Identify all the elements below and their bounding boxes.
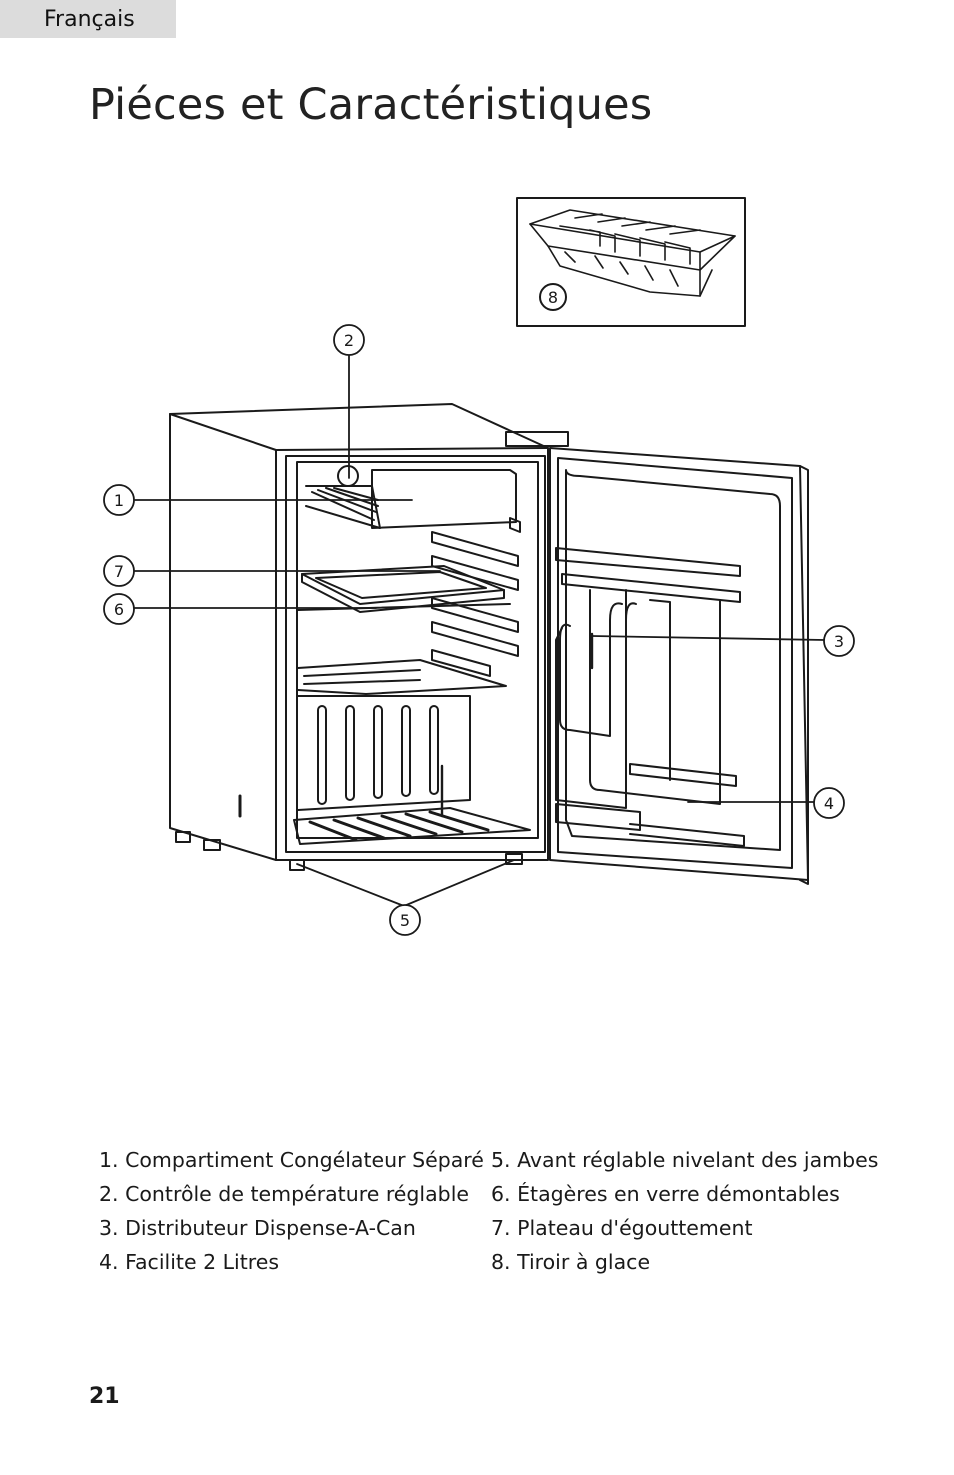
page-number: 21 xyxy=(89,1384,120,1409)
callout-circle-2 xyxy=(333,324,365,356)
page-title: Piéces et Caractéristiques xyxy=(89,80,653,130)
callout-circle-1 xyxy=(103,484,135,516)
callout-label-2: 2 xyxy=(344,331,354,350)
glass-shelves xyxy=(297,603,511,695)
part-item-7: 7. Plateau d'égouttement xyxy=(491,1216,753,1240)
parts-list-left: 1. Compartiment Congélateur Séparé 2. Co… xyxy=(99,1143,484,1279)
callout-label-7: 7 xyxy=(114,562,124,581)
freezer-compartment xyxy=(305,465,517,529)
callout-circles xyxy=(103,324,855,936)
part-item-1: 1. Compartiment Congélateur Séparé xyxy=(99,1148,484,1172)
shelf-rails xyxy=(431,517,521,677)
ice-tray-illustration xyxy=(529,209,736,297)
crisper-drawer xyxy=(293,695,531,845)
callout-label-5: 5 xyxy=(400,911,410,930)
callout-circle-3 xyxy=(823,625,855,657)
callout-label-4: 4 xyxy=(824,794,834,813)
part-item-5: 5. Avant réglable nivelant des jambes xyxy=(491,1148,879,1172)
part-item-8: 8. Tiroir à glace xyxy=(491,1250,651,1274)
part-item-2: 2. Contrôle de température réglable xyxy=(99,1182,470,1206)
callout-label-3: 3 xyxy=(834,632,844,651)
cabinet-body xyxy=(169,403,569,871)
callout-circle-8 xyxy=(539,283,567,311)
ice-tray-inset xyxy=(516,197,746,327)
part-item-3: 3. Distributeur Dispense-A-Can xyxy=(99,1216,416,1240)
callout-circle-5 xyxy=(389,904,421,936)
callout-circle-7 xyxy=(103,555,135,587)
refrigerator-diagram: 1 2 3 4 5 6 7 8 xyxy=(103,197,855,936)
callout-circle-6 xyxy=(103,593,135,625)
language-tab: Français xyxy=(0,0,176,38)
part-item-6: 6. Étagères en verre démontables xyxy=(491,1182,840,1206)
part-item-4: 4. Facilite 2 Litres xyxy=(99,1250,280,1274)
callout-label-6: 6 xyxy=(114,600,124,619)
fridge-door xyxy=(549,447,809,885)
callout-label-1: 1 xyxy=(114,491,124,510)
drip-tray xyxy=(301,565,505,613)
leader-lines xyxy=(133,353,826,907)
callout-label-8: 8 xyxy=(548,288,558,307)
parts-list-right: 5. Avant réglable nivelant des jambes 6.… xyxy=(491,1143,878,1279)
callout-circle-4 xyxy=(813,787,845,819)
thermostat-knob xyxy=(337,465,359,487)
